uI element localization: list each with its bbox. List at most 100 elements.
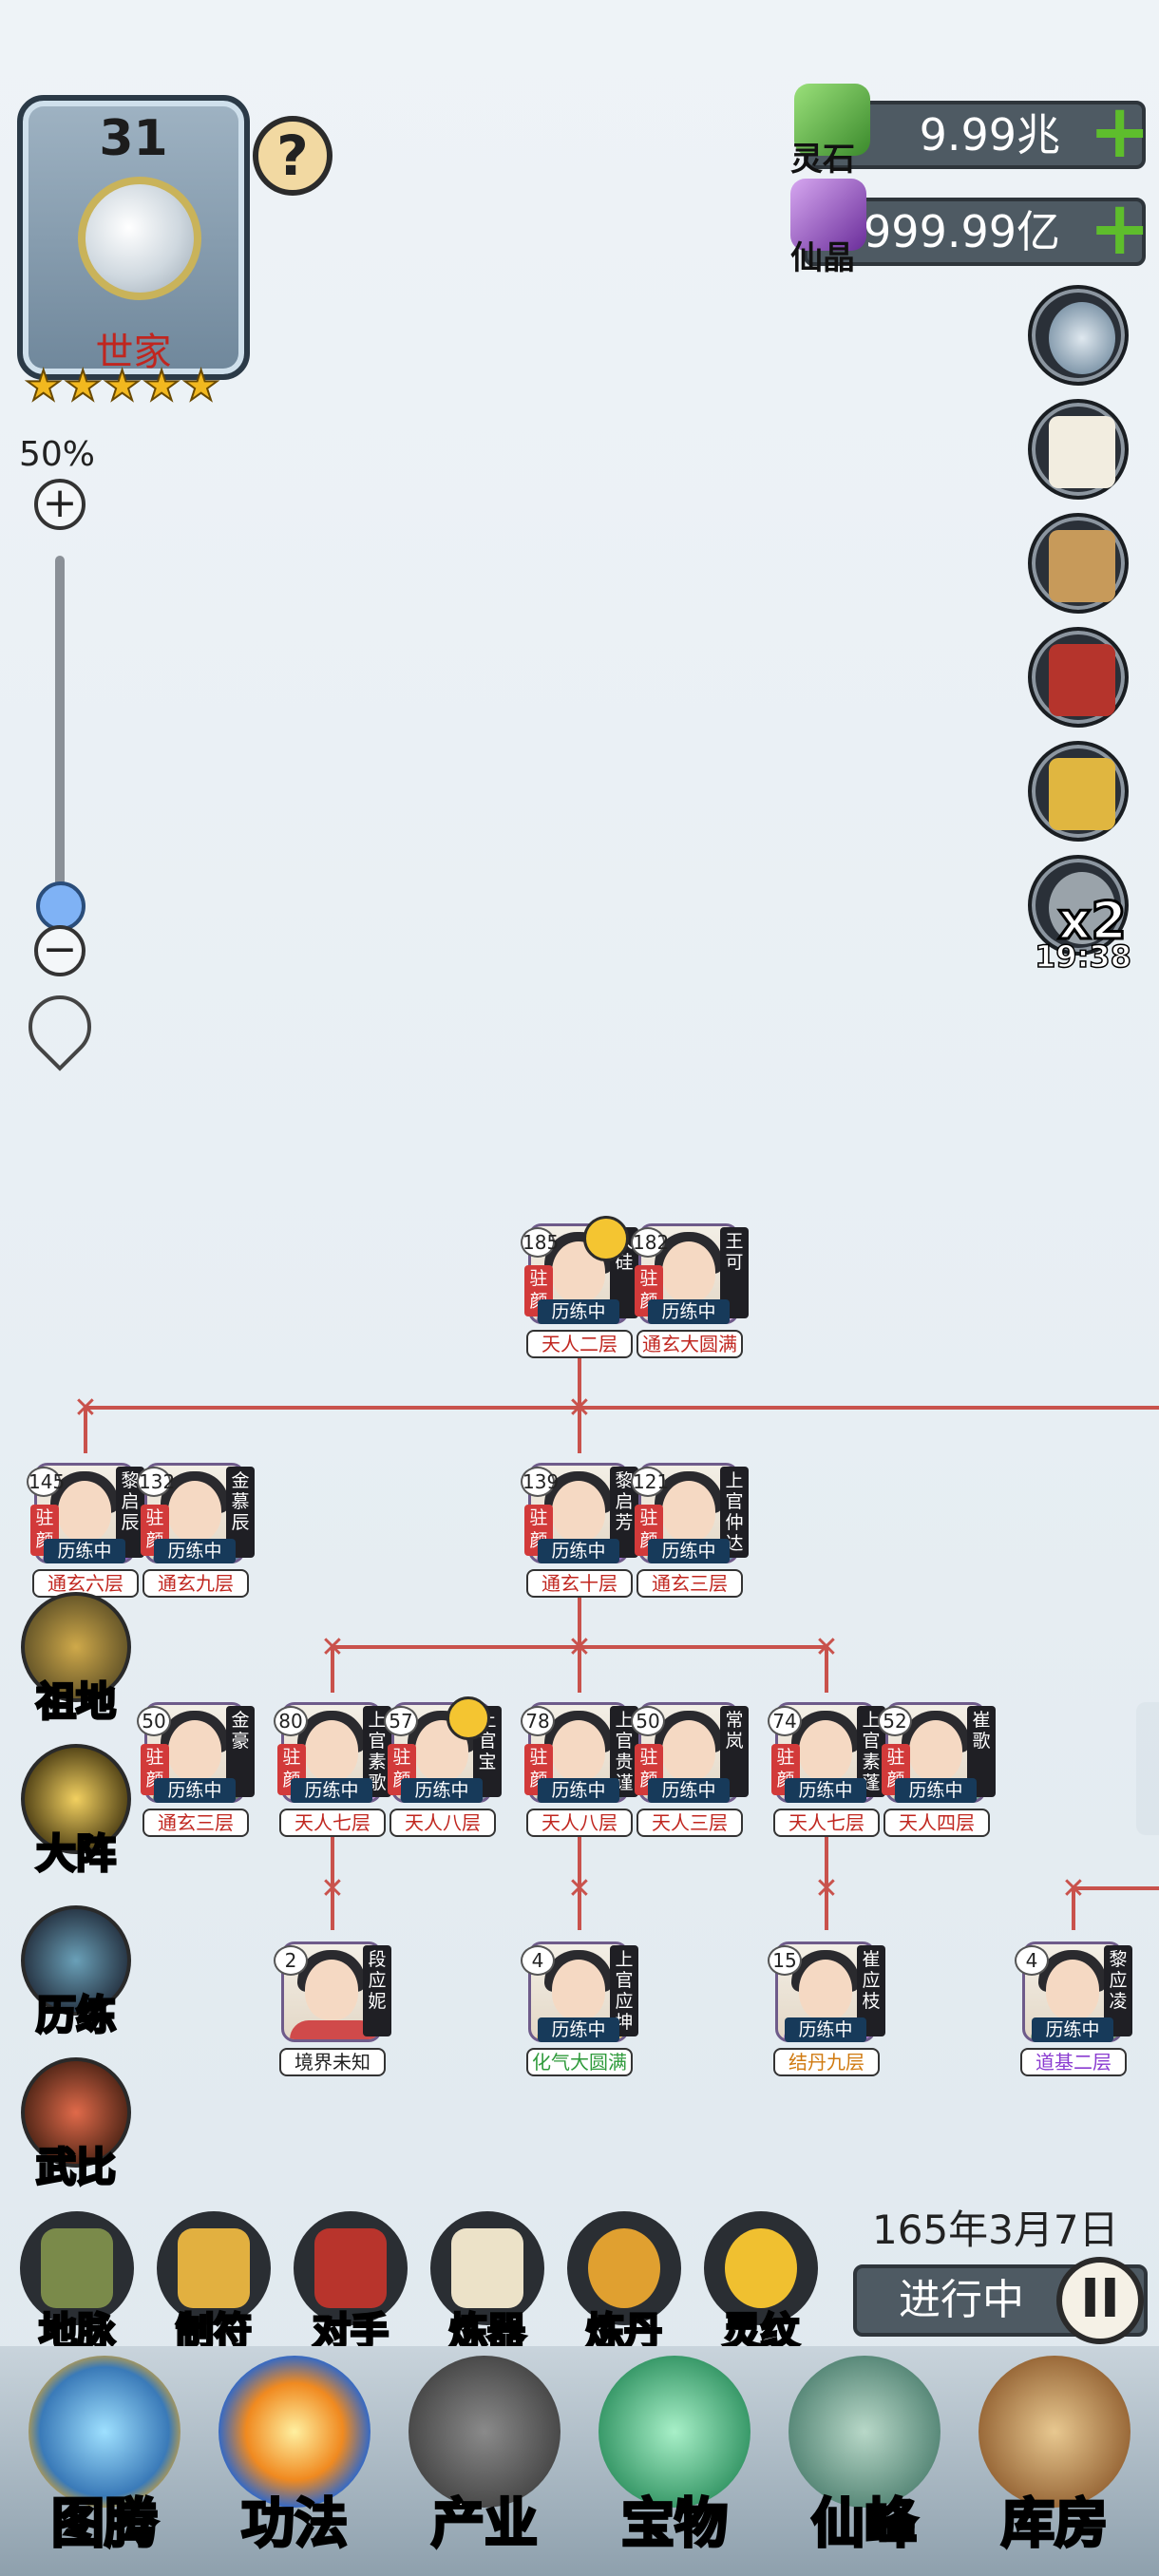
member-status: 历练中 — [154, 1778, 236, 1803]
zoom-slider-handle[interactable] — [36, 881, 86, 931]
member-status: 历练中 — [291, 1778, 372, 1803]
member-level: 2 — [274, 1945, 308, 1976]
offscreen-card — [1136, 1702, 1159, 1835]
member-card[interactable]: 2 段应妮 境界未知 — [274, 1941, 391, 2076]
bottom-nav-bar — [0, 2346, 1159, 2576]
help-button[interactable]: ? — [253, 116, 332, 196]
member-level: 78 — [521, 1706, 555, 1736]
nav-label: 图腾 — [50, 2492, 160, 2557]
member-card[interactable]: 132 金慕辰 驻颜 历练中 通玄九层 — [137, 1463, 255, 1598]
member-realm: 结丹九层 — [773, 2048, 880, 2076]
knot-icon: ✕ — [567, 1392, 592, 1425]
peak-icon — [788, 2356, 940, 2508]
member-card[interactable]: 52 崔歌 驻颜 历练中 天人四层 — [878, 1702, 996, 1837]
member-realm: 通玄三层 — [636, 1569, 743, 1598]
member-status: 历练中 — [538, 2017, 619, 2042]
pause-button[interactable]: II — [1056, 2257, 1144, 2344]
nav-industry[interactable]: 产业 — [390, 2356, 580, 2558]
tool-spirit-pattern[interactable]: 灵纹 — [701, 2211, 821, 2356]
book-button[interactable] — [1028, 627, 1129, 728]
member-card[interactable]: 4 上官应坤 历练中 化气大圆满 — [521, 1941, 638, 2076]
member-card[interactable]: 74 上官素蓬 驻颜 历练中 天人七层 — [768, 1702, 885, 1837]
nav-immortal-peak[interactable]: 仙峰 — [770, 2356, 960, 2558]
totem-icon — [28, 2356, 180, 2508]
zoom-slider-track[interactable] — [55, 556, 65, 907]
nav-treasures[interactable]: 宝物 — [580, 2356, 770, 2558]
forge-scroll-icon — [430, 2211, 544, 2325]
menu-ancestral-land[interactable]: 祖地 — [19, 1592, 133, 1728]
letter-button[interactable] — [1028, 399, 1129, 500]
yin-yang-icon — [21, 1744, 131, 1854]
member-level: 121 — [631, 1467, 669, 1497]
tool-opponent[interactable]: 对手 — [291, 2211, 410, 2356]
member-card[interactable]: 15 崔应枝 历练中 结丹九层 — [768, 1941, 885, 2076]
member-level: 139 — [521, 1467, 559, 1497]
family-stars: ★ ★ ★ ★ ★ — [24, 362, 220, 410]
member-level: 4 — [521, 1945, 555, 1976]
menu-training[interactable]: 历练 — [19, 1905, 133, 2041]
settings-gear-button[interactable] — [1028, 285, 1129, 386]
member-card[interactable]: 121 上官仲达 驻颜 历练中 通玄三层 — [631, 1463, 749, 1598]
member-level: 132 — [137, 1467, 175, 1497]
tool-talisman[interactable]: 制符 — [154, 2211, 274, 2356]
mountain-icon — [408, 2356, 560, 2508]
member-level: 50 — [631, 1706, 665, 1736]
member-card[interactable]: 78 上官贵谨 驻颜 历练中 天人八层 — [521, 1702, 638, 1837]
member-card[interactable]: 80 上官素歌 驻颜 历练中 天人七层 — [274, 1702, 391, 1837]
member-card[interactable]: 50 金豪 驻颜 历练中 通玄三层 — [137, 1702, 255, 1837]
knot-icon: ✕ — [73, 1392, 98, 1425]
knot-icon: ✕ — [1061, 1872, 1086, 1905]
menu-formation[interactable]: 大阵 — [19, 1744, 133, 1880]
scroll-button[interactable] — [1028, 513, 1129, 614]
nav-label: 仙峰 — [810, 2492, 920, 2557]
member-status: 历练中 — [785, 1778, 866, 1803]
menu-martial-contest[interactable]: 武比 — [19, 2057, 133, 2193]
tree-line — [84, 1406, 1159, 1410]
member-card[interactable]: 145 黎启辰 驻颜 历练中 通玄六层 — [27, 1463, 144, 1598]
scroll-icon — [1049, 530, 1115, 602]
zoom-in-button[interactable]: + — [34, 479, 86, 530]
member-status: 历练中 — [648, 1778, 730, 1803]
locate-icon[interactable] — [15, 982, 104, 1071]
zoom-out-button[interactable]: − — [34, 925, 86, 976]
nav-totem[interactable]: 图腾 — [10, 2356, 200, 2558]
add-spirit-stone-button[interactable]: + — [1089, 89, 1151, 175]
member-status: 历练中 — [895, 1778, 977, 1803]
member-realm: 通玄九层 — [142, 1569, 249, 1598]
book-icon — [1049, 644, 1115, 716]
family-orb-icon — [78, 177, 201, 300]
member-level: 145 — [27, 1467, 65, 1497]
opponent-icon — [294, 2211, 408, 2325]
spirit-stone-label: 灵石 — [790, 141, 855, 179]
game-date: 165年3月7日 — [872, 2207, 1119, 2253]
knot-icon: ✕ — [320, 1631, 345, 1664]
tool-earth-vein[interactable]: 地脉 — [17, 2211, 137, 2356]
member-realm: 天人七层 — [279, 1809, 386, 1837]
star-icon: ★ — [142, 362, 180, 410]
add-immortal-crystal-button[interactable]: + — [1089, 186, 1151, 272]
member-card[interactable]: 182 王可 驻颜 历练中 通玄大圆满 — [631, 1223, 749, 1358]
speed-timer: 19:38 — [1034, 938, 1131, 975]
zoom-percent: 50% — [19, 435, 96, 474]
ancestral-land-icon — [21, 1592, 131, 1702]
tool-forge[interactable]: 炼器 — [428, 2211, 547, 2356]
tree-line — [1072, 1886, 1075, 1930]
member-card[interactable]: 50 常岚 驻颜 历练中 天人三层 — [631, 1702, 749, 1837]
tree-line — [331, 1828, 334, 1930]
member-level: 50 — [137, 1706, 171, 1736]
member-level: 4 — [1015, 1945, 1049, 1976]
speed-button[interactable]: x2 — [1028, 855, 1129, 956]
family-badge[interactable]: 31 世家 — [17, 95, 250, 380]
member-card[interactable]: 139 黎启芳 驻颜 历练中 通玄十层 — [521, 1463, 638, 1598]
member-name: 黎应凌 — [1104, 1945, 1132, 2036]
emoji-face-icon — [583, 1216, 629, 1261]
tool-alchemy[interactable]: 炼丹 — [564, 2211, 684, 2356]
banner-button[interactable] — [1028, 741, 1129, 842]
speed-multiplier: x2 — [1056, 890, 1128, 953]
member-card[interactable]: 4 黎应凌 历练中 道基二层 — [1015, 1941, 1132, 2076]
member-realm: 通玄三层 — [142, 1809, 249, 1837]
nav-techniques[interactable]: 功法 — [200, 2356, 390, 2558]
family-rank: 世家 — [95, 331, 172, 374]
nav-storehouse[interactable]: 库房 — [960, 2356, 1150, 2558]
nav-label: 产业 — [430, 2492, 540, 2557]
